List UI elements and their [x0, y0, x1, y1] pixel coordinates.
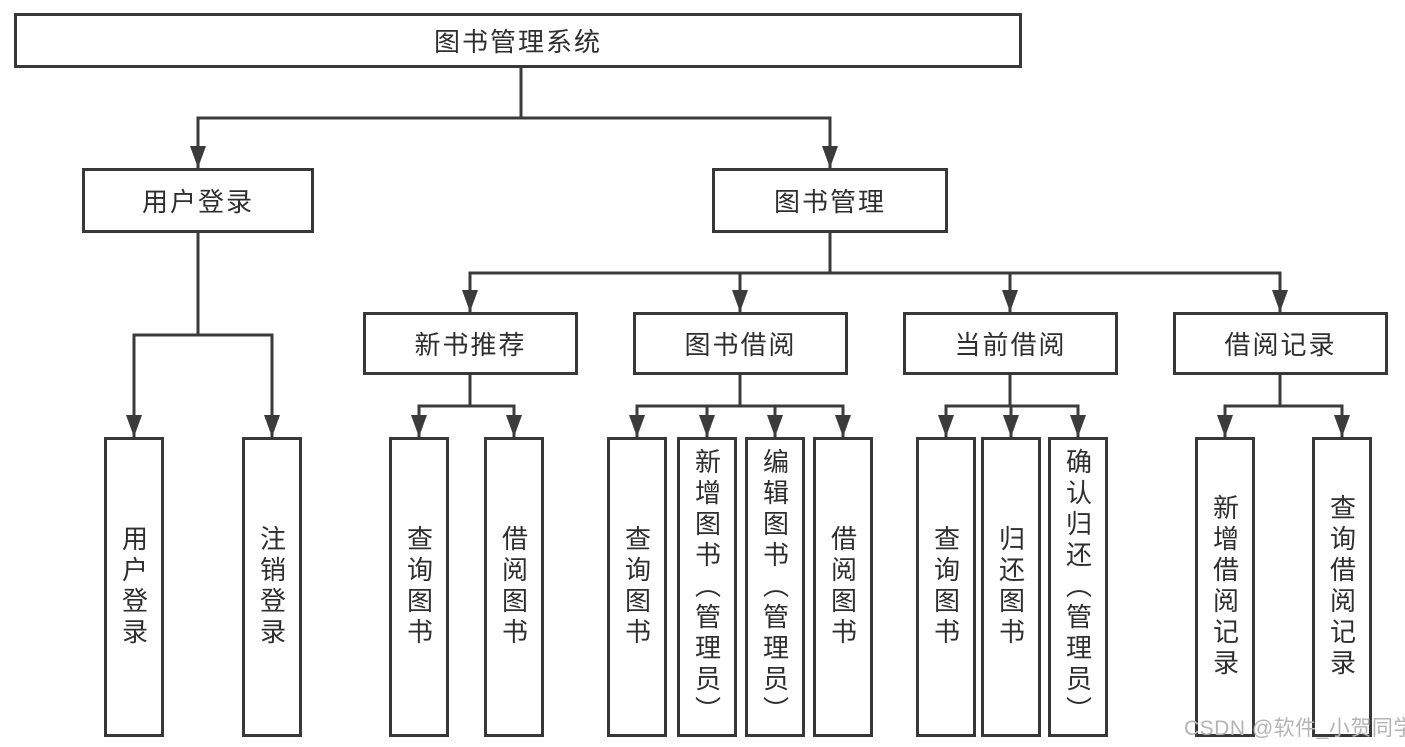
node-new-book-recommend: 新书推荐 [363, 312, 578, 375]
leaf-confirm-return-admin: 确认归还（管理员） [1048, 437, 1108, 737]
csdn-watermark: CSDN @软件_小贺同学 [1184, 717, 1405, 740]
leaf-borrow-books-recommend: 借阅图书 [484, 437, 544, 737]
node-user-login: 用户登录 [82, 168, 314, 233]
leaf-query-books-borrow: 查询图书 [607, 437, 667, 737]
leaf-query-books-recommend: 查询图书 [389, 437, 449, 737]
leaf-user-login: 用户登录 [104, 437, 164, 737]
leaf-add-borrow-record: 新增借阅记录 [1195, 437, 1255, 737]
node-root-library-system: 图书管理系统 [14, 13, 1022, 68]
leaf-edit-books-admin: 编辑图书（管理员） [745, 437, 805, 737]
node-borrow-records: 借阅记录 [1173, 312, 1388, 375]
node-current-borrow: 当前借阅 [903, 312, 1118, 375]
leaf-query-books-current: 查询图书 [916, 437, 976, 737]
node-book-borrow: 图书借阅 [633, 312, 848, 375]
leaf-return-books: 归还图书 [981, 437, 1041, 737]
leaf-logout: 注销登录 [242, 437, 302, 737]
leaf-add-books-admin: 新增图书（管理员） [677, 437, 737, 737]
node-book-management: 图书管理 [712, 168, 948, 233]
leaf-query-borrow-record: 查询借阅记录 [1312, 437, 1372, 737]
arrowhead-icons [126, 146, 1350, 437]
leaf-borrow-books-borrow: 借阅图书 [813, 437, 873, 737]
